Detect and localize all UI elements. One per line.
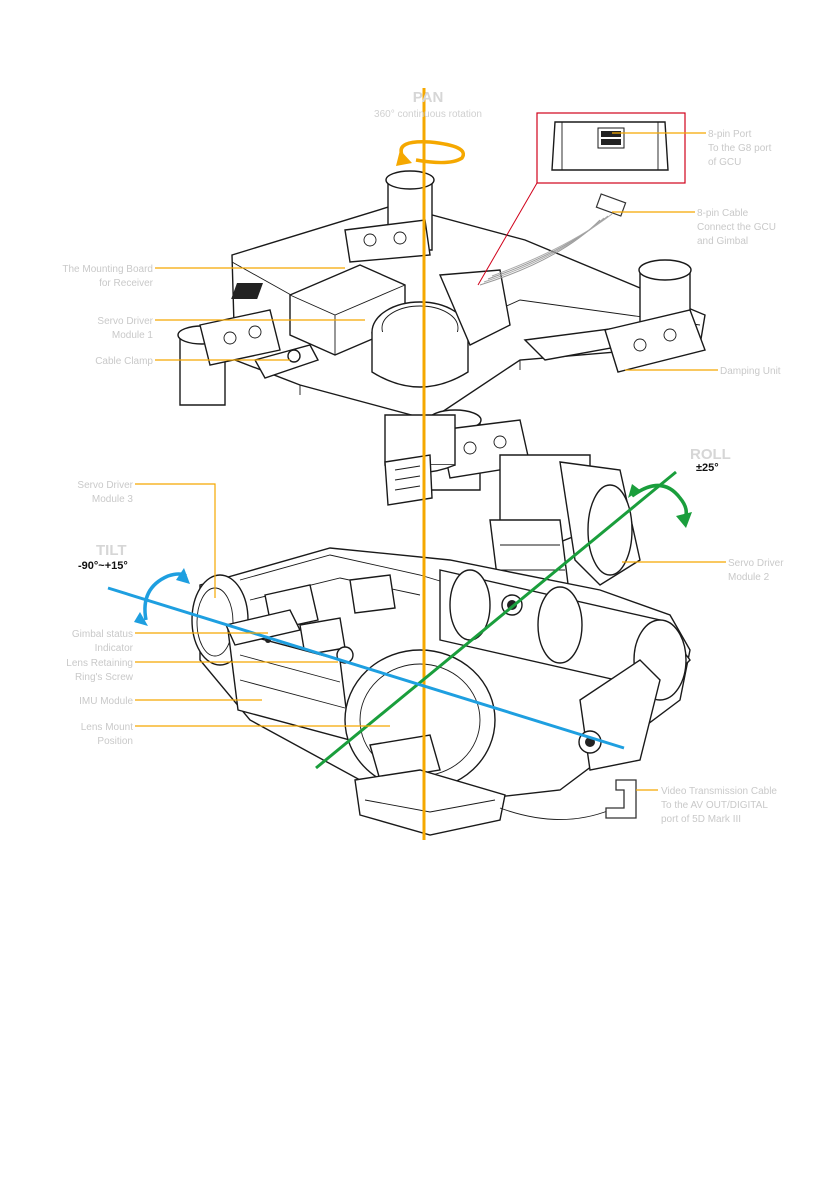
label-line: Video Transmission Cable (661, 786, 777, 797)
port-inset (477, 112, 686, 286)
callout-cable-clamp: Cable Clamp (95, 356, 153, 367)
callout-gimbal-status: Gimbal status Indicator (72, 629, 134, 654)
callout-imu-module: IMU Module (79, 696, 133, 707)
callout-video-cable: Video Transmission Cable To the AV OUT/D… (661, 786, 777, 825)
tilt-axis (107, 568, 625, 750)
gimbal-drawing (177, 170, 706, 836)
label-line: Ring's Screw (75, 672, 134, 683)
label-line: Lens Retaining (66, 658, 133, 669)
label-line: 8-pin Port (708, 129, 752, 140)
label-line: Cable Clamp (95, 356, 153, 367)
label-line: Connect the GCU (697, 222, 776, 233)
callout-servo-driver-3: Servo Driver Module 3 (77, 480, 133, 505)
connector-icon (479, 193, 627, 286)
pan-title: PAN (413, 89, 444, 106)
video-plug-icon (605, 779, 637, 819)
label-line: Module 1 (112, 330, 154, 341)
callout-servo-driver-2: Servo Driver Module 2 (728, 558, 784, 583)
roll-range: ±25° (696, 462, 719, 474)
label-line: Module 3 (92, 494, 134, 505)
label-line: Module 2 (728, 572, 770, 583)
label-line: Servo Driver (77, 480, 133, 491)
callout-mounting-board: The Mounting Board for Receiver (62, 264, 153, 289)
pan-axis (396, 88, 465, 840)
label-line: IMU Module (79, 696, 133, 707)
roll-axis (315, 470, 692, 770)
callout-lens-retaining: Lens Retaining Ring's Screw (66, 658, 133, 683)
callout-lens-mount: Lens Mount Position (81, 722, 133, 747)
label-line: 8-pin Cable (697, 208, 749, 219)
label-line: for Receiver (99, 278, 154, 289)
label-line: of GCU (708, 157, 741, 168)
label-line: Indicator (95, 643, 134, 654)
callout-8pin-cable: 8-pin Cable Connect the GCU and Gimbal (697, 208, 776, 247)
label-line: To the AV OUT/DIGITAL (661, 800, 768, 811)
callout-servo-driver-1: Servo Driver Module 1 (97, 316, 153, 341)
callout-damping-unit: Damping Unit (720, 366, 781, 377)
rotation-arrow-icon (628, 483, 692, 528)
leader-lines (135, 132, 726, 791)
tilt-range: -90°~+15° (78, 560, 128, 572)
label-line: Lens Mount (81, 722, 133, 733)
label-line: and Gimbal (697, 236, 748, 247)
label-line: Position (97, 736, 133, 747)
roll-title: ROLL (690, 446, 731, 463)
tilt-title: TILT (96, 542, 127, 559)
callout-8pin-port: 8-pin Port To the G8 port of GCU (708, 129, 772, 168)
pan-subtitle: 360° continuous rotation (374, 109, 482, 120)
label-line: The Mounting Board (62, 264, 153, 275)
label-line: Damping Unit (720, 366, 781, 377)
label-line: To the G8 port (708, 143, 772, 154)
label-line: port of 5D Mark III (661, 814, 741, 825)
rotation-arrow-icon (396, 140, 465, 166)
label-line: Servo Driver (728, 558, 784, 569)
rotation-arrow-icon (134, 568, 190, 626)
label-line: Servo Driver (97, 316, 153, 327)
label-line: Gimbal status (72, 629, 133, 640)
